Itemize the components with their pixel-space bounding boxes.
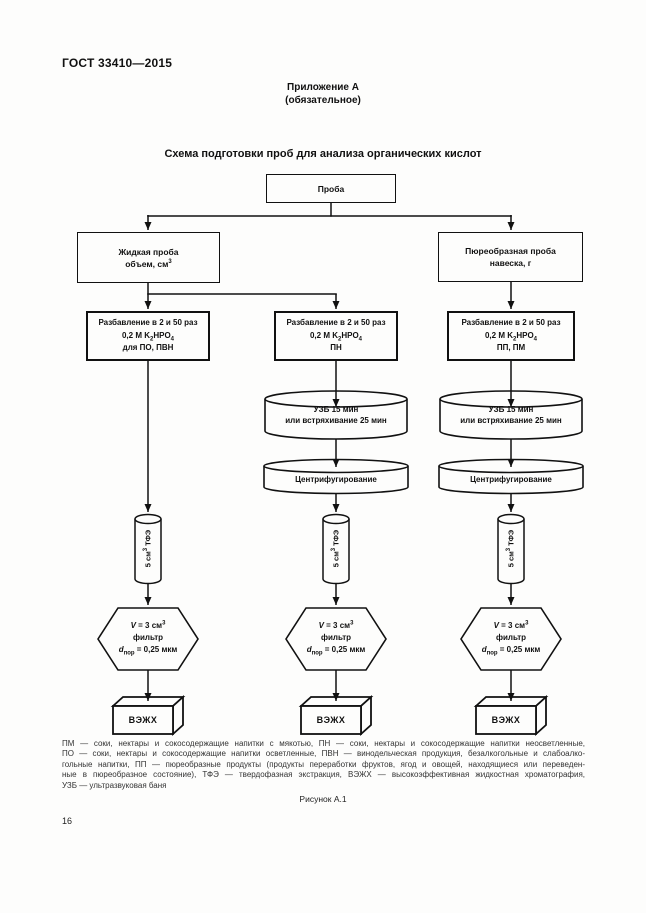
filter-left-line2: фильтр — [132, 633, 164, 642]
filter-left-line1: V = 3 см3 — [130, 620, 166, 630]
node-filter-center: V = 3 см3 фильтр dпор = 0,25 мкм — [286, 620, 386, 656]
page-number: 16 — [62, 816, 73, 826]
node-dilution-right: Разбавление в 2 и 50 раз 0,2 М K2HPO4 ПП… — [447, 311, 575, 361]
dilution-left-line1: Разбавление в 2 и 50 раз — [98, 318, 198, 328]
doc-number: ГОСТ 33410—2015 — [62, 56, 173, 70]
liquid-sample-line2: объем, см3 — [125, 258, 172, 269]
filter-center-line1: V = 3 см3 — [318, 620, 354, 630]
spe-cartridge-right — [497, 513, 525, 585]
arrows-into-hplc — [144, 670, 515, 701]
node-centrifuge-right: Центрифугирование — [470, 475, 552, 484]
filter-center-line3: dпор = 0,25 мкм — [306, 645, 366, 657]
arrows-into-spe — [332, 494, 515, 512]
node-filter-left: V = 3 см3 фильтр dпор = 0,25 мкм — [98, 620, 198, 656]
appendix-type: (обязательное) — [285, 95, 361, 106]
node-spe-left: 5 см3 ТФЭ — [143, 529, 153, 568]
dilution-right-line1: Разбавление в 2 и 50 раз — [461, 318, 561, 328]
node-filter-right: V = 3 см3 фильтр dпор = 0,25 мкм — [461, 620, 561, 656]
node-hplc-right: ВЭЖХ — [491, 715, 521, 725]
spe-cartridge-left — [134, 513, 162, 585]
dilution-left-formula: 0,2 М K2HPO4 — [121, 330, 175, 343]
node-ultrasonic-center: УЗБ 15 мин или встряхивание 25 мин — [265, 404, 407, 426]
footnote-line: ПМ — соки, нектары и сокосодержащие напи… — [62, 739, 585, 748]
ultrasonic-right-line1: УЗБ 15 мин — [488, 405, 534, 414]
dilution-center-line3: ПН — [330, 343, 342, 353]
footnote: ПМ — соки, нектары и сокосодержащие напи… — [62, 739, 585, 791]
node-spe-right: 5 см3 ТФЭ — [506, 529, 516, 568]
node-dilution-left: Разбавление в 2 и 50 раз 0,2 М K2HPO4 дл… — [86, 311, 210, 361]
footnote-line: УЗБ — ультразвуковая баня — [62, 780, 167, 790]
hplc-box-right — [473, 694, 549, 737]
filter-right-line3: dпор = 0,25 мкм — [481, 645, 541, 657]
dilution-center-line1: Разбавление в 2 и 50 раз — [286, 318, 386, 328]
appendix-heading: Приложение А — [287, 82, 359, 93]
ultrasonic-center-line1: УЗБ 15 мин — [313, 405, 359, 414]
node-puree-sample: Пюреобразная проба навеска, г — [438, 232, 583, 282]
node-sample-label: Проба — [317, 183, 345, 194]
figure-caption: Рисунок А.1 — [299, 794, 347, 804]
filter-left-line3: dпор = 0,25 мкм — [118, 645, 178, 657]
filter-hexagons — [97, 607, 562, 671]
footnote-line: гольные напитки, ПП — пюреобразные проду… — [62, 759, 585, 769]
connector-lines — [144, 203, 515, 512]
ultrasonic-bath-cylinder-center — [264, 390, 408, 440]
footnote-line: ПО — соки, нектары и сокосодержащие напи… — [62, 749, 585, 759]
ultrasonic-center-line2: или встряхивание 25 мин — [285, 416, 387, 425]
node-sample: Проба — [266, 174, 396, 203]
dilution-right-line3: ПП, ПМ — [496, 343, 526, 353]
dilution-center-formula: 0,2 М K2HPO4 — [309, 330, 363, 343]
node-hplc-left: ВЭЖХ — [128, 715, 158, 725]
puree-sample-line1: Пюреобразная проба — [465, 246, 556, 256]
arrows-into-centrifuge — [332, 439, 515, 467]
dilution-left-line3: для ПО, ПВН — [122, 343, 174, 353]
node-spe-center: 5 см3 ТФЭ — [331, 529, 341, 568]
filter-right-line2: фильтр — [495, 633, 527, 642]
diagram-title: Схема подготовки проб для анализа органи… — [164, 148, 482, 160]
arrows-into-ultrasonic — [332, 361, 515, 407]
dilution-right-formula: 0,2 М K2HPO4 — [484, 330, 538, 343]
node-hplc-center: ВЭЖХ — [316, 715, 346, 725]
node-ultrasonic-right: УЗБ 15 мин или встряхивание 25 мин — [440, 404, 582, 426]
hplc-box-left — [110, 694, 186, 737]
puree-sample-line2: навеска, г — [489, 258, 532, 268]
node-liquid-sample: Жидкая проба объем, см3 — [77, 232, 220, 283]
liquid-sample-line1: Жидкая проба — [118, 246, 179, 257]
filter-center-line2: фильтр — [320, 633, 352, 642]
footnote-line: ные в пюреобразное состояние), ТФЭ — тве… — [62, 770, 585, 780]
filter-right-line1: V = 3 см3 — [493, 620, 529, 630]
hplc-box-center — [298, 694, 374, 737]
ultrasonic-right-line2: или встряхивание 25 мин — [460, 416, 562, 425]
arrows-into-filters — [144, 583, 515, 605]
node-dilution-center: Разбавление в 2 и 50 раз 0,2 М K2HPO4 ПН — [274, 311, 398, 361]
node-centrifuge-center: Центрифугирование — [295, 475, 377, 484]
